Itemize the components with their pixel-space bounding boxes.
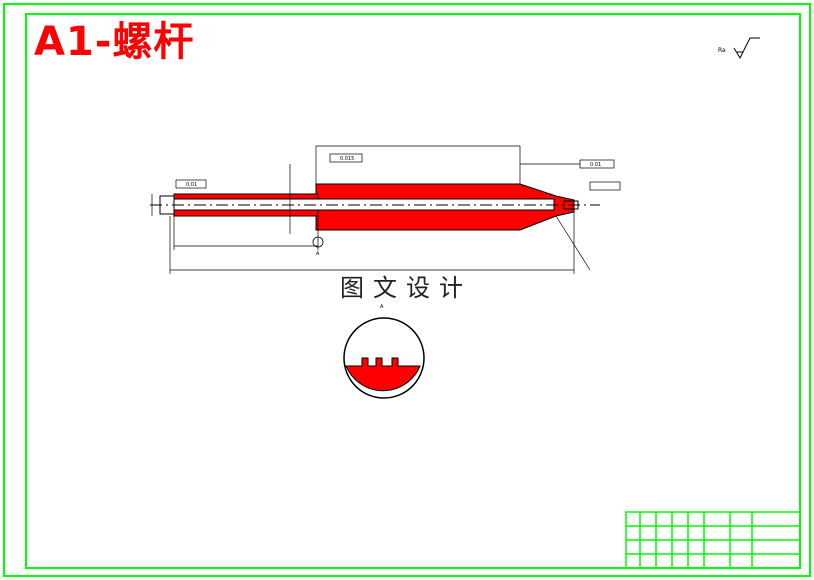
screw-part	[150, 183, 600, 231]
drawing-title: A1-螺杆	[34, 19, 195, 65]
detail-view	[343, 317, 425, 399]
inner-border	[25, 13, 801, 569]
datum-circle	[312, 236, 324, 248]
tolerance-1: 0.01	[186, 182, 197, 188]
tolerance-3: 0.01	[590, 162, 601, 168]
screw-tip	[563, 200, 579, 210]
datum-label: A	[316, 251, 320, 257]
outer-border	[3, 3, 811, 577]
watermark: 图文设计	[340, 274, 472, 302]
feature-frames	[175, 153, 621, 191]
title-block	[625, 511, 801, 569]
dimension-lines	[151, 145, 591, 274]
tolerance-2: 0.015	[340, 156, 354, 162]
detail-label: A	[380, 304, 384, 310]
roughness-symbol	[733, 37, 760, 60]
surface-finish-label: Ra	[718, 47, 726, 54]
shaft-end	[159, 195, 175, 215]
